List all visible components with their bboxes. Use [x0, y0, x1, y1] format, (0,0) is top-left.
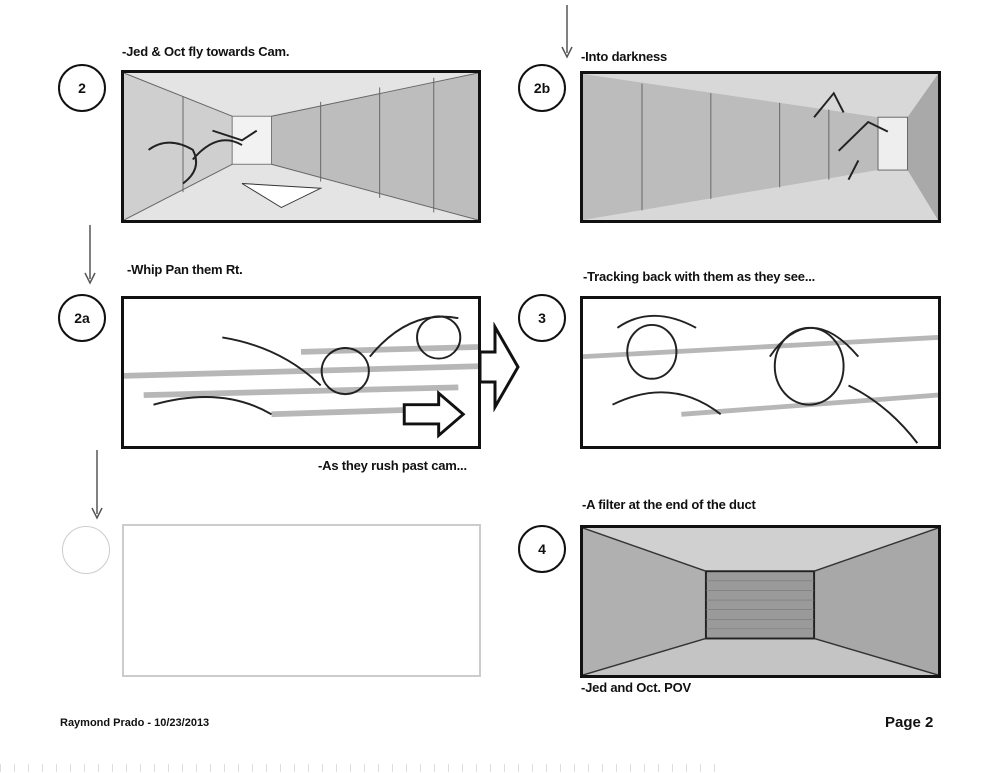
panel-caption: -A filter at the end of the duct [582, 497, 756, 512]
panel-number-badge: 2b [518, 64, 566, 112]
corridor-sketch [583, 74, 938, 220]
panel-caption: -Tracking back with them as they see... [583, 269, 816, 284]
storyboard-panel-2 [121, 70, 481, 223]
artist-date: Raymond Prado - 10/23/2013 [60, 717, 210, 729]
storyboard-panel-2b [580, 71, 941, 223]
panel-caption-below: -As they rush past cam... [318, 458, 467, 473]
panel-caption: -Jed & Oct fly towards Cam. [122, 44, 290, 59]
characters-sketch [583, 299, 938, 446]
storyboard-panel-empty [122, 524, 481, 677]
storyboard-panel-2a [121, 296, 481, 449]
panel-caption: -Whip Pan them Rt. [127, 262, 243, 277]
motion-arrow-icon [480, 322, 520, 412]
flow-arrow-icon [91, 450, 103, 520]
storyboard-panel-3 [580, 296, 941, 449]
panel-number-badge: 4 [518, 525, 566, 573]
panel-caption-below: -Jed and Oct. POV [581, 680, 692, 695]
whip-pan-sketch [124, 299, 478, 446]
panel-caption: -Into darkness [581, 49, 668, 64]
panel-number-badge-empty [62, 526, 110, 574]
panel-number-badge: 2a [58, 294, 106, 342]
page-number: Page 2 [885, 714, 934, 731]
margin-ticks [0, 764, 720, 772]
flow-arrow-icon [84, 225, 96, 285]
duct-filter-sketch [583, 528, 938, 675]
panel-number-badge: 3 [518, 294, 566, 342]
corridor-sketch [124, 73, 478, 220]
flow-arrow-icon [561, 5, 573, 59]
storyboard-panel-4 [580, 525, 941, 678]
panel-number-badge: 2 [58, 64, 106, 112]
